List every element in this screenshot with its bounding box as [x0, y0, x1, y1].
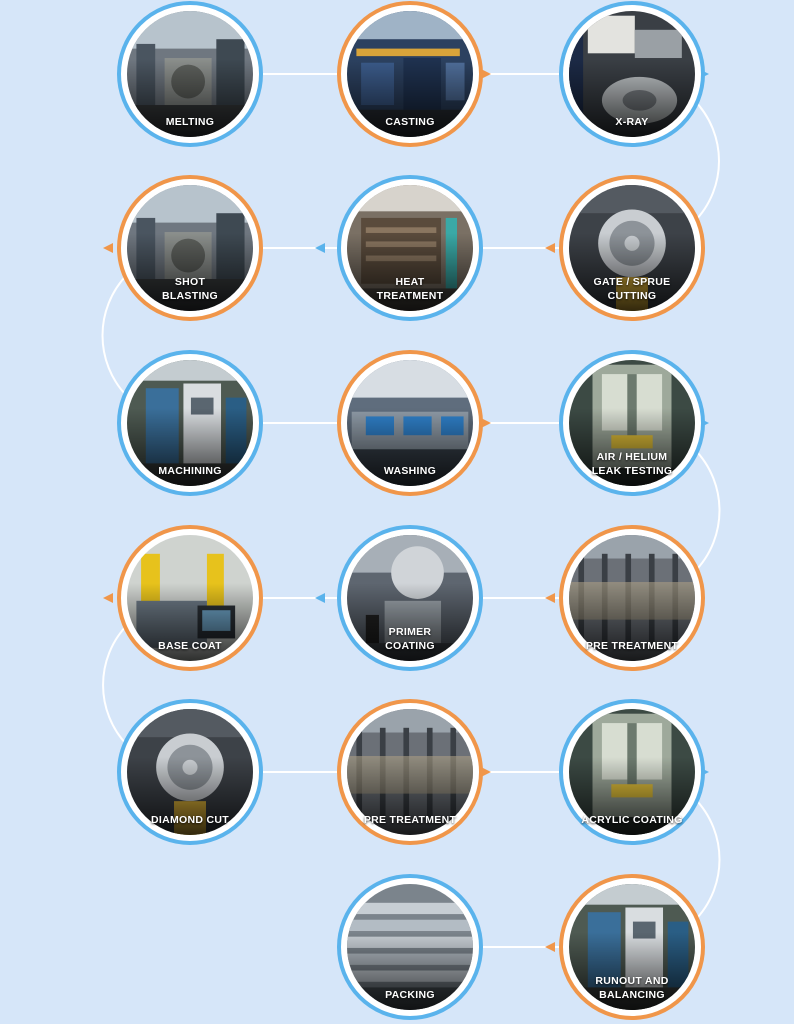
- step-photo: [569, 360, 695, 486]
- step-label: DIAMOND CUT: [151, 814, 229, 826]
- step-photo: [569, 11, 695, 137]
- step-photo: [347, 360, 473, 486]
- step-label: PRE TREATMENT: [363, 814, 457, 826]
- process-step: MELTING: [117, 1, 263, 147]
- step-label: BASE COAT: [158, 640, 222, 652]
- process-step: PACKING: [337, 874, 483, 1020]
- arrow-left-icon: [545, 593, 555, 603]
- process-step: PRE TREATMENT: [337, 699, 483, 845]
- step-photo: [127, 360, 253, 486]
- arrow-left-icon: [315, 593, 325, 603]
- step-photo: [569, 884, 695, 1010]
- step-label: HEAT TREATMENT: [376, 276, 444, 302]
- step-photo: [127, 709, 253, 835]
- step-photo: [127, 535, 253, 661]
- step-label: WASHING: [383, 465, 437, 477]
- step-photo: [127, 185, 253, 311]
- process-step: WASHING: [337, 350, 483, 496]
- step-label: PRIMER COATING: [385, 626, 435, 652]
- process-step: HEAT TREATMENT: [337, 175, 483, 321]
- arrow-left-icon: [315, 243, 325, 253]
- arrow-right-icon: [481, 418, 491, 428]
- arrow-right-icon: [481, 69, 491, 79]
- step-photo: [347, 535, 473, 661]
- step-photo: [569, 709, 695, 835]
- step-photo: [127, 11, 253, 137]
- step-label: CASTING: [385, 116, 435, 128]
- step-label: X-RAY: [615, 116, 649, 128]
- step-label: SHOT BLASTING: [161, 276, 219, 302]
- process-step: ACRYLIC COATING: [559, 699, 705, 845]
- step-photo: [347, 185, 473, 311]
- process-step: RUNOUT AND BALANCING: [559, 874, 705, 1020]
- process-step: PRE TREATMENT: [559, 525, 705, 671]
- process-step: AIR / HELIUM LEAK TESTING: [559, 350, 705, 496]
- arrow-left-icon: [545, 243, 555, 253]
- step-photo: [347, 709, 473, 835]
- step-label: AIR / HELIUM LEAK TESTING: [591, 451, 673, 477]
- step-photo: [347, 11, 473, 137]
- step-label: GATE / SPRUE CUTTING: [593, 276, 671, 302]
- process-step: PRIMER COATING: [337, 525, 483, 671]
- process-step: GATE / SPRUE CUTTING: [559, 175, 705, 321]
- step-label: MELTING: [165, 116, 215, 128]
- step-photo: [569, 535, 695, 661]
- step-photo: [347, 884, 473, 1010]
- step-photo: [569, 185, 695, 311]
- arrow-left-icon: [545, 942, 555, 952]
- process-step: MACHINING: [117, 350, 263, 496]
- arrow-left-icon: [103, 593, 113, 603]
- step-label: ACRYLIC COATING: [581, 814, 683, 826]
- process-step: BASE COAT: [117, 525, 263, 671]
- arrow-left-icon: [103, 243, 113, 253]
- process-step: SHOT BLASTING: [117, 175, 263, 321]
- arrow-right-icon: [481, 767, 491, 777]
- step-label: MACHINING: [158, 465, 222, 477]
- step-label: RUNOUT AND BALANCING: [595, 975, 669, 1001]
- process-step: X-RAY: [559, 1, 705, 147]
- step-label: PRE TREATMENT: [585, 640, 679, 652]
- process-step: CASTING: [337, 1, 483, 147]
- step-label: PACKING: [385, 989, 435, 1001]
- process-step: DIAMOND CUT: [117, 699, 263, 845]
